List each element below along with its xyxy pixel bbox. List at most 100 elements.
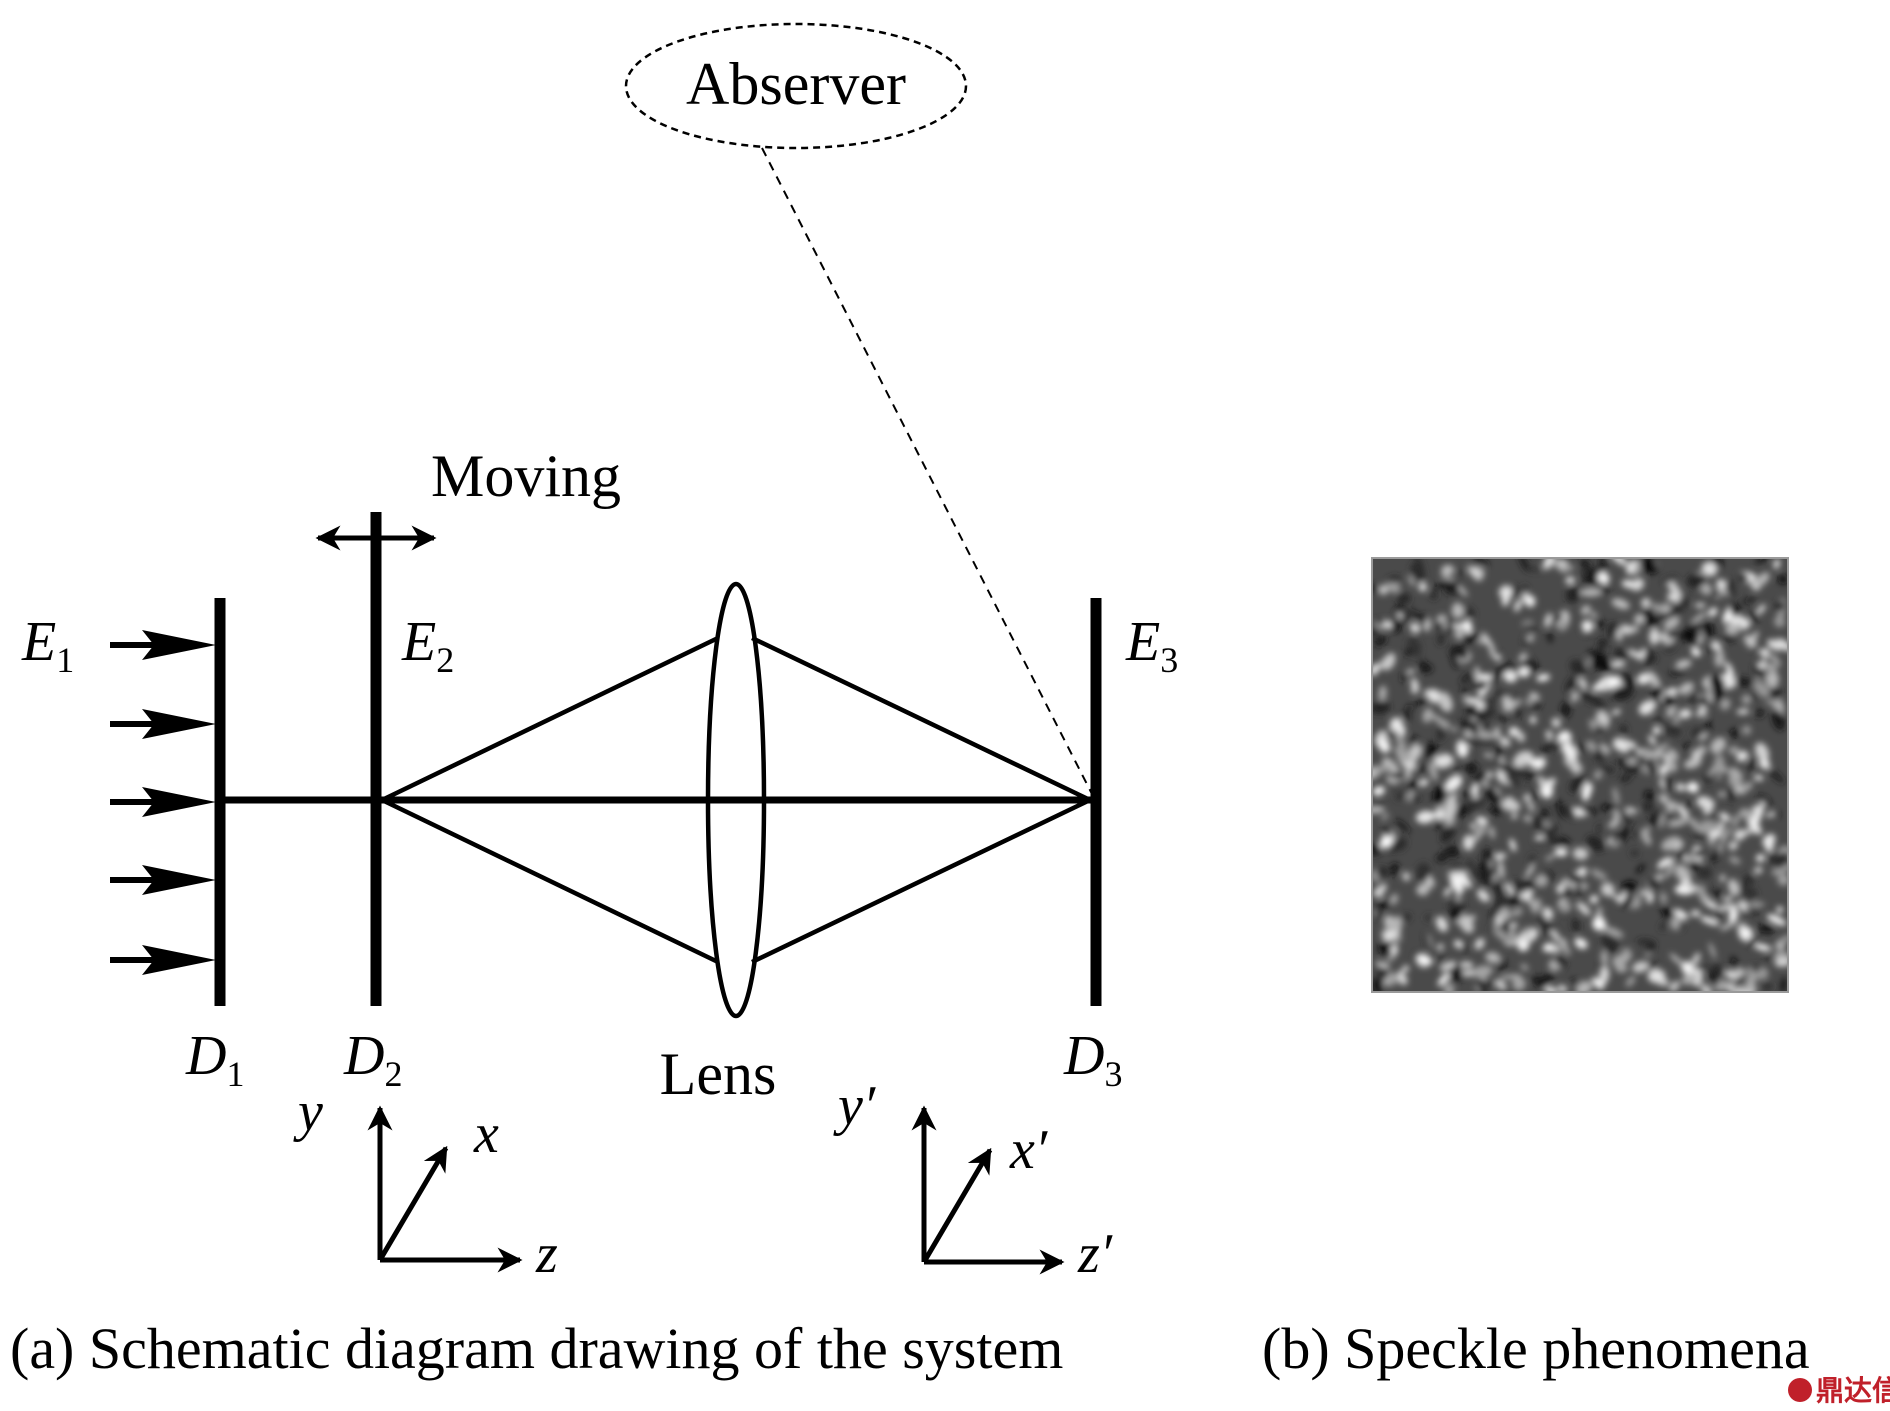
speckle-grain bbox=[1621, 947, 1632, 959]
speckle-grain bbox=[1590, 868, 1608, 881]
speckle-grain bbox=[1436, 725, 1445, 742]
speckle-grain bbox=[1551, 717, 1561, 728]
speckle-grain bbox=[1455, 915, 1477, 924]
speckle-grain bbox=[1644, 790, 1655, 801]
speckle-grain bbox=[1725, 970, 1738, 980]
speckle-grain bbox=[1652, 602, 1662, 613]
speckle-grain bbox=[1773, 810, 1781, 818]
speckle-grain bbox=[1494, 852, 1504, 860]
watermark: 鼎达信 bbox=[1788, 1374, 1890, 1407]
speckle-grain bbox=[1619, 724, 1628, 735]
speckle-grain bbox=[1372, 786, 1385, 796]
speckle-grain bbox=[1759, 759, 1771, 770]
speckle-grain bbox=[1756, 604, 1766, 615]
speckle-grain bbox=[1728, 841, 1739, 851]
speckle-grain bbox=[1665, 724, 1681, 737]
speckle-grain bbox=[1657, 857, 1672, 869]
speckle-grain bbox=[1438, 691, 1453, 712]
speckle-grain bbox=[1558, 836, 1571, 846]
speckle-grain bbox=[1557, 984, 1568, 992]
axis-z-label: z bbox=[535, 1223, 558, 1285]
speckle-grain bbox=[1582, 620, 1594, 632]
speckle-grain bbox=[1635, 863, 1646, 874]
speckle-grain bbox=[1776, 906, 1784, 914]
speckle-grain bbox=[1757, 924, 1775, 933]
speckle-grain bbox=[1660, 602, 1671, 614]
speckle-grain bbox=[1616, 628, 1623, 642]
speckle-pattern bbox=[1372, 558, 1788, 992]
speckle-grain bbox=[1461, 686, 1468, 695]
speckle-grain bbox=[1678, 709, 1692, 719]
speckle-grain bbox=[1612, 786, 1620, 806]
speckle-grain bbox=[1550, 929, 1561, 943]
speckle-grain bbox=[1499, 974, 1522, 979]
speckle-grain bbox=[1698, 866, 1712, 880]
speckle-grain bbox=[1681, 973, 1699, 985]
speckle-grain bbox=[1686, 574, 1706, 588]
ray-upper-in bbox=[381, 635, 719, 803]
speckle-grain bbox=[1542, 972, 1555, 983]
speckle-grain bbox=[1501, 798, 1521, 812]
speckle-grain bbox=[1540, 808, 1550, 819]
speckle-grain bbox=[1446, 845, 1460, 858]
axis-y-label: y bbox=[293, 1081, 323, 1143]
speckle-grain bbox=[1395, 734, 1405, 743]
speckle-grain bbox=[1663, 616, 1680, 630]
speckle-grain bbox=[1725, 661, 1734, 677]
speckle-grain bbox=[1694, 603, 1706, 608]
speckle-grain bbox=[1749, 808, 1757, 818]
speckle-grain bbox=[1498, 756, 1506, 765]
speckle-grain bbox=[1580, 605, 1591, 616]
speckle-grain bbox=[1587, 566, 1608, 575]
speckle-grain bbox=[1732, 677, 1754, 687]
axis-x bbox=[377, 1145, 449, 1262]
speckle-grain bbox=[1481, 720, 1489, 734]
speckle-grain bbox=[1418, 882, 1430, 896]
speckle-grain bbox=[1441, 618, 1449, 631]
speckle-grain bbox=[1516, 731, 1525, 743]
speckle-grain bbox=[1617, 758, 1627, 768]
speckle-grain bbox=[1560, 898, 1566, 905]
speckle-grain bbox=[1632, 961, 1649, 973]
speckle-grain bbox=[1641, 598, 1651, 608]
speckle-grain bbox=[1376, 966, 1391, 980]
speckle-grain bbox=[1528, 853, 1535, 866]
speckle-grain bbox=[1372, 700, 1391, 715]
speckle-grain bbox=[1475, 666, 1480, 683]
speckle-grain bbox=[1447, 900, 1461, 910]
speckle-grain bbox=[1619, 825, 1630, 844]
speckle-grain bbox=[1600, 882, 1615, 897]
speckle-grain bbox=[1561, 938, 1568, 951]
speckle-grain bbox=[1762, 981, 1773, 991]
speckle-grain bbox=[1454, 628, 1464, 640]
speckle-grain bbox=[1520, 963, 1529, 971]
speckle-grain bbox=[1755, 854, 1765, 863]
speckle-grain bbox=[1652, 726, 1661, 735]
speckle-grain bbox=[1456, 569, 1465, 576]
speckle-grain bbox=[1710, 689, 1724, 703]
speckle-grain bbox=[1543, 986, 1558, 992]
speckle-grain bbox=[1692, 824, 1712, 835]
speckle-grain bbox=[1466, 961, 1472, 968]
speckle-grain bbox=[1438, 951, 1445, 967]
speckle-grain bbox=[1768, 768, 1785, 784]
speckle-frame bbox=[1371, 557, 1789, 993]
speckle-grain bbox=[1719, 826, 1732, 846]
speckle-grain bbox=[1388, 772, 1409, 779]
speckle-grain bbox=[1747, 818, 1762, 835]
speckle-grain bbox=[1665, 631, 1676, 638]
speckle-grain bbox=[1581, 807, 1598, 814]
speckle-grain bbox=[1729, 856, 1741, 865]
speckle-grain bbox=[1512, 976, 1526, 991]
speckle-grain bbox=[1465, 762, 1478, 775]
speckle-grain bbox=[1771, 709, 1785, 731]
speckle-grain bbox=[1432, 784, 1447, 806]
speckle-grain bbox=[1574, 937, 1588, 949]
speckle-grain bbox=[1449, 907, 1463, 921]
speckle-grain bbox=[1692, 849, 1705, 858]
speckle-grain bbox=[1484, 868, 1496, 881]
speckle-grain bbox=[1701, 561, 1718, 577]
speckle-grain bbox=[1533, 838, 1546, 844]
speckle-grain bbox=[1730, 956, 1739, 972]
speckle-grain bbox=[1451, 878, 1464, 894]
